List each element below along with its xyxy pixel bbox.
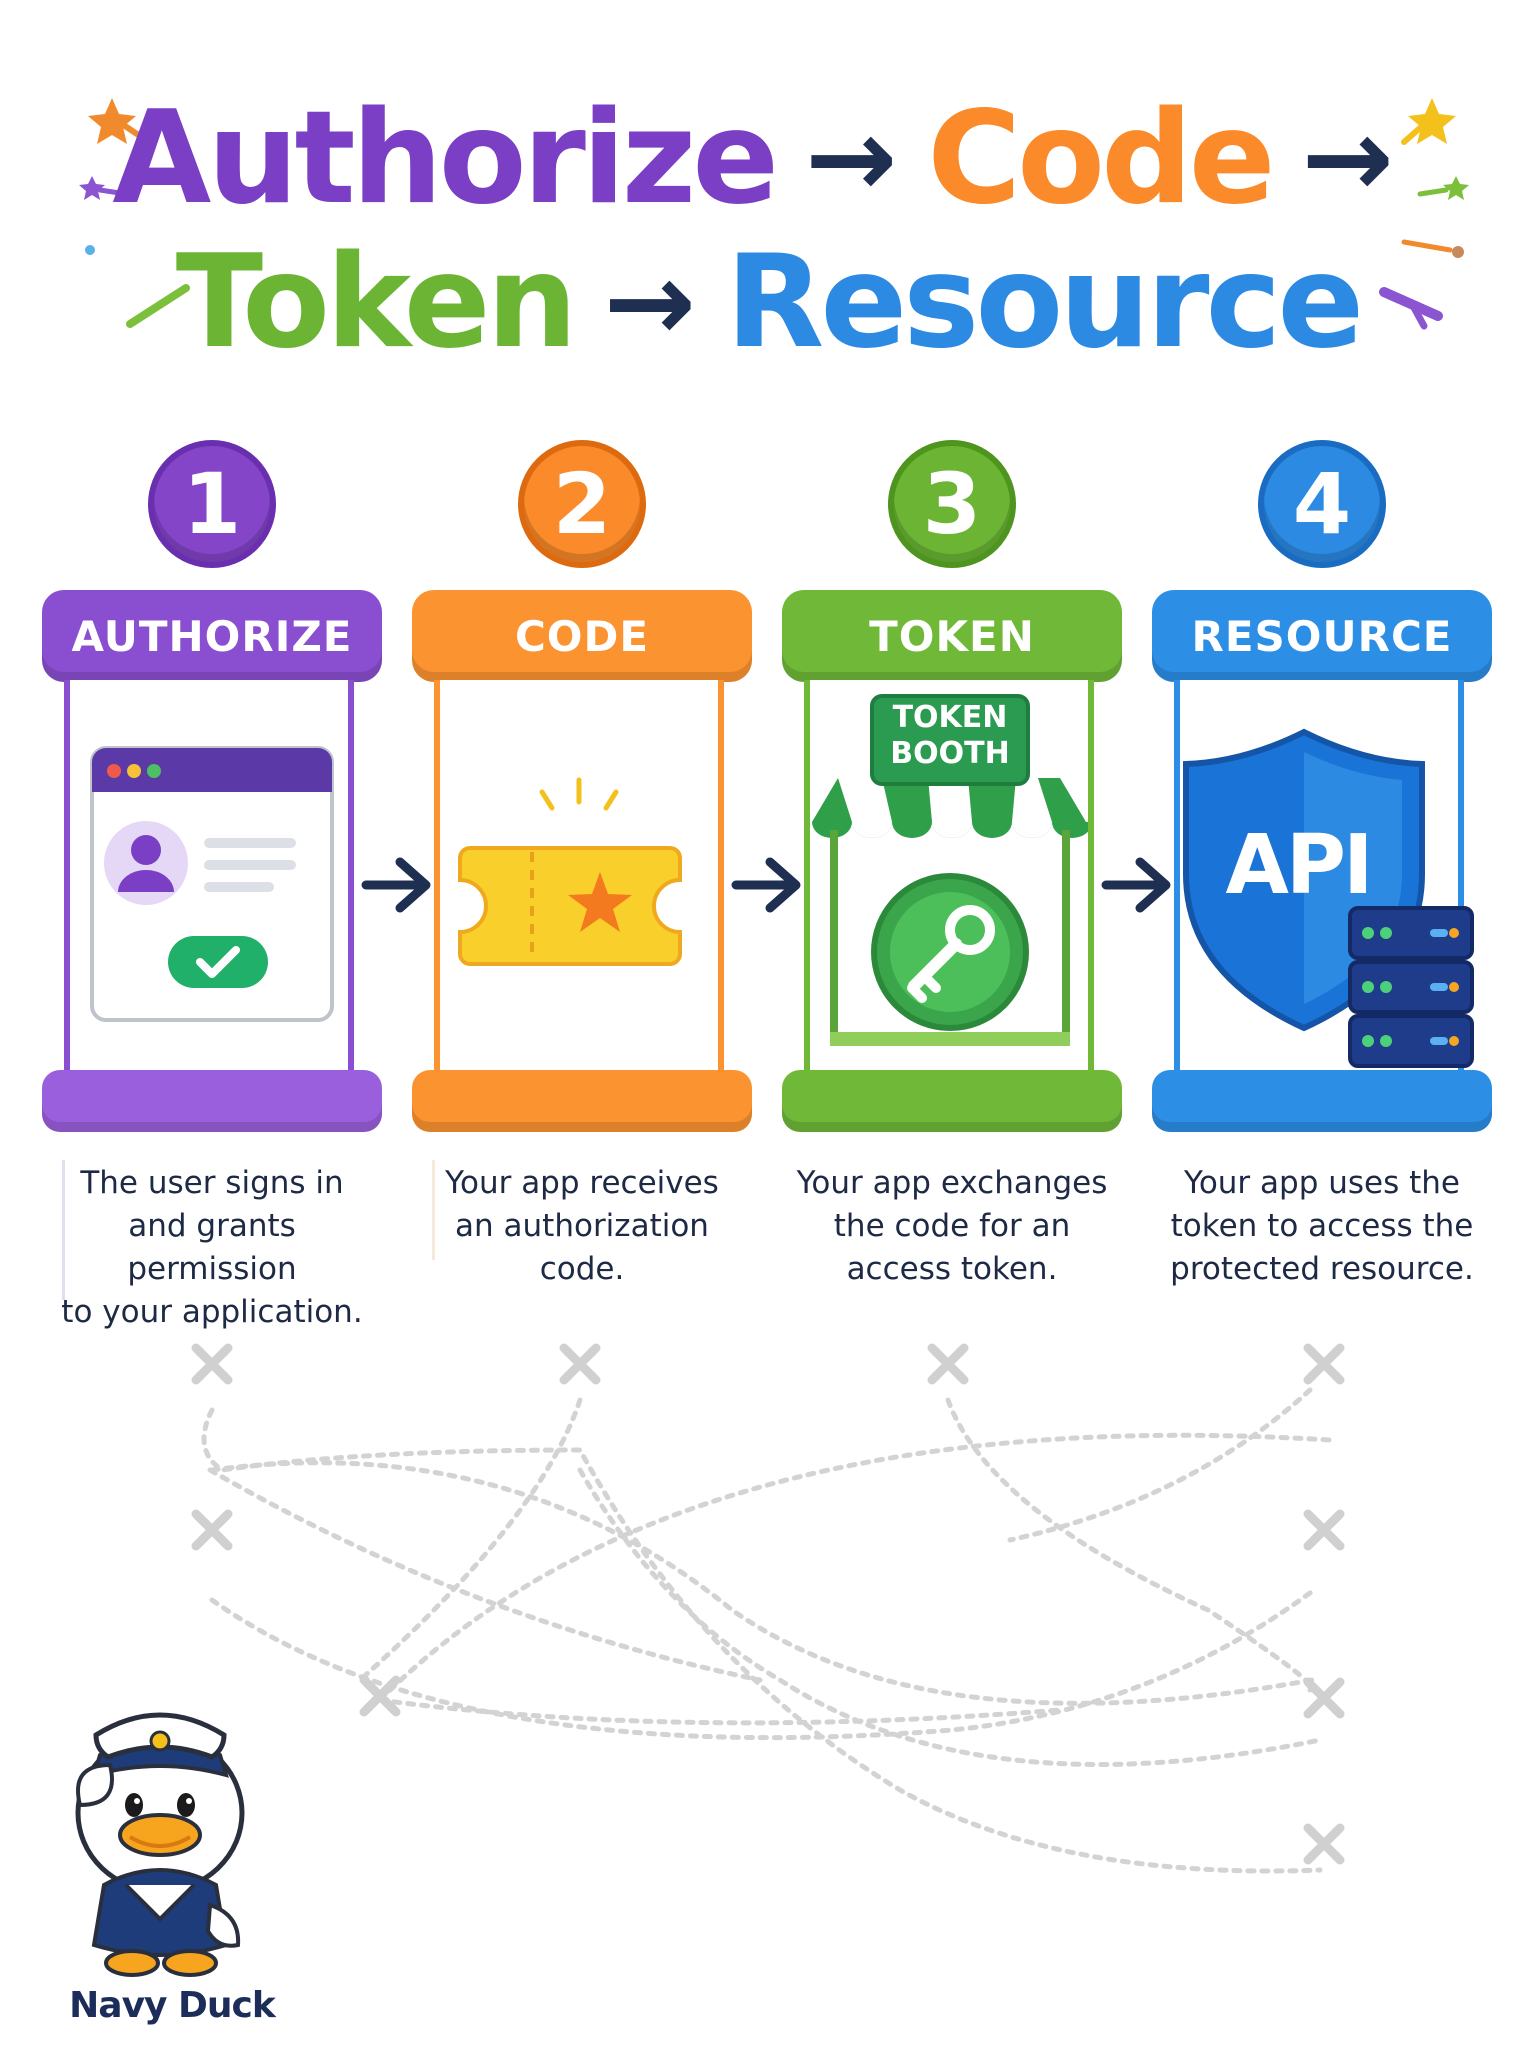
step-token: 3 TOKEN TOKEN BOOTH Your app exchanges t…	[782, 440, 1122, 1300]
title-line-2: Token → Resource	[0, 228, 1536, 377]
step-base	[782, 1070, 1122, 1132]
step-label: TOKEN	[782, 590, 1122, 682]
title-word-code: Code	[927, 83, 1275, 233]
step-resource: 4 RESOURCE API Your app uses the token t…	[1152, 440, 1492, 1300]
browser-login-icon	[90, 746, 334, 1022]
token-booth-icon	[812, 694, 1088, 1046]
title-word-token: Token	[175, 227, 578, 377]
api-shield-icon	[1183, 728, 1474, 1068]
title-arrow-3: →	[603, 238, 696, 366]
step-pillar: API	[1174, 680, 1474, 1072]
step-base	[412, 1070, 752, 1132]
api-label: API	[1225, 818, 1373, 913]
brand-name: Navy Duck	[69, 1985, 276, 2026]
step-code: 2 CODE Your app receives an authorizatio…	[412, 440, 752, 1300]
step-pillar	[64, 680, 354, 1072]
token-booth-sign: TOKEN BOOTH	[890, 700, 1010, 771]
step-pillar: TOKEN BOOTH	[804, 680, 1094, 1072]
ticket-icon	[458, 777, 682, 966]
arrow-right-icon	[731, 857, 801, 913]
step-base	[42, 1070, 382, 1132]
step-description: The user signs in and grants permission …	[61, 1165, 363, 1330]
step-description: Your app uses the token to access the pr…	[1170, 1165, 1474, 1287]
step-number-badge: 1	[148, 440, 276, 568]
tangled-paths-decoration	[191, 1343, 1345, 1874]
title-line-1: Authorize → Code →	[0, 84, 1536, 233]
title-word-authorize: Authorize	[112, 83, 779, 233]
title-word-resource: Resource	[725, 227, 1364, 377]
step-label: RESOURCE	[1152, 590, 1492, 682]
step-description: Your app exchanges the code for an acces…	[796, 1165, 1108, 1287]
step-label: CODE	[412, 590, 752, 682]
divider	[432, 1160, 435, 1260]
arrow-right-icon	[1101, 857, 1171, 913]
divider	[62, 1160, 65, 1300]
step-number-badge: 4	[1258, 440, 1386, 568]
arrow-right-icon	[361, 857, 431, 913]
step-pillar	[434, 680, 724, 1072]
step-label: AUTHORIZE	[42, 590, 382, 682]
step-description: Your app receives an authorization code.	[445, 1165, 719, 1287]
title-arrow-1: →	[805, 94, 898, 222]
confetti-decoration	[79, 98, 1469, 330]
step-number-badge: 3	[888, 440, 1016, 568]
step-authorize: 1 AUTHORIZE The user signs in and grants…	[42, 440, 382, 1330]
step-base	[1152, 1070, 1492, 1132]
step-number-badge: 2	[518, 440, 646, 568]
navy-duck-mascot-icon	[75, 1712, 245, 1977]
title-arrow-2: →	[1301, 94, 1394, 222]
